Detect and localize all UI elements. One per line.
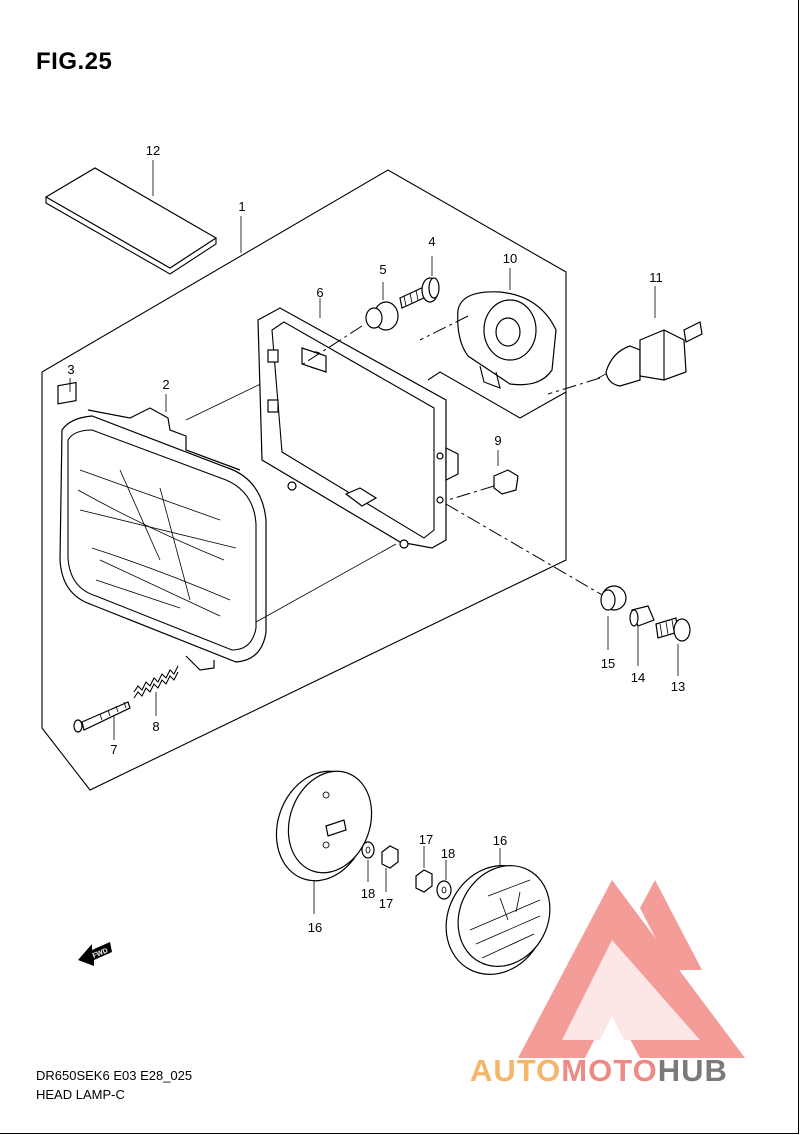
axis-clip (447, 485, 495, 501)
part-18-washer (361, 841, 375, 882)
callout-4: 4 (428, 234, 435, 249)
callout-16a: 16 (308, 920, 322, 935)
callout-6: 6 (316, 285, 323, 300)
callout-2: 2 (162, 377, 169, 392)
axis-adjuster (445, 503, 605, 597)
callout-8: 8 (152, 719, 159, 734)
part-16-front-cover (445, 848, 551, 975)
callout-5: 5 (379, 262, 386, 277)
part-5-grommet (365, 282, 399, 331)
part-10-bulb-holder (457, 268, 557, 389)
part-16-rear-cover (275, 770, 373, 914)
callout-12: 12 (146, 143, 160, 158)
callout-3: 3 (67, 362, 74, 377)
callout-17b: 17 (419, 832, 433, 847)
section-name: HEAD LAMP-C (36, 1087, 125, 1102)
callout-15: 15 (601, 656, 615, 671)
part-4-adjust-screw (399, 256, 440, 309)
watermark-part-moto: MOTO (561, 1053, 658, 1088)
part-17-nut-2 (415, 846, 433, 893)
callout-14: 14 (631, 670, 645, 685)
part-3-clip (57, 378, 77, 405)
part-8-spring (133, 665, 179, 716)
callout-16b: 16 (493, 833, 507, 848)
figure-title: FIG.25 (36, 48, 113, 75)
axis-boot (419, 315, 469, 341)
callout-17a: 17 (379, 896, 393, 911)
part-17-nut (381, 845, 399, 892)
fwd-arrow-icon: FWD (78, 942, 112, 966)
watermark-wordmark: AUTOMOTOHUB (470, 1053, 728, 1089)
part-9-clip-nut (493, 450, 519, 495)
callout-1: 1 (238, 199, 245, 214)
watermark-part-hub: HUB (657, 1053, 728, 1088)
part-7-long-screw (73, 701, 131, 740)
watermark-logo (518, 880, 745, 1058)
callout-13: 13 (671, 679, 685, 694)
callout-18b: 18 (441, 846, 455, 861)
part-2-headlamp-unit (59, 407, 267, 671)
callout-9: 9 (494, 433, 501, 448)
assembly-outline (41, 169, 567, 791)
boot-panel-edge (427, 371, 567, 419)
watermark-part-auto: AUTO (470, 1053, 562, 1088)
part-14-collar (629, 605, 655, 666)
model-code: DR650SEK6 E03 E28_025 (36, 1068, 193, 1083)
part-13-bolt (655, 617, 691, 676)
part-12-label-sheet (44, 160, 218, 275)
callout-11: 11 (649, 270, 663, 285)
part-6-mounting-frame (257, 307, 459, 549)
callout-7: 7 (110, 742, 117, 757)
part-15-rubber (600, 585, 627, 650)
callout-18a: 18 (361, 886, 375, 901)
axis-bulb (547, 377, 601, 395)
part-18-washer-2 (436, 860, 452, 900)
part-11-h4-bulb (597, 286, 703, 387)
callout-10: 10 (503, 251, 517, 266)
leader-2-frame-low (255, 543, 397, 623)
axis-grommet (299, 325, 363, 367)
